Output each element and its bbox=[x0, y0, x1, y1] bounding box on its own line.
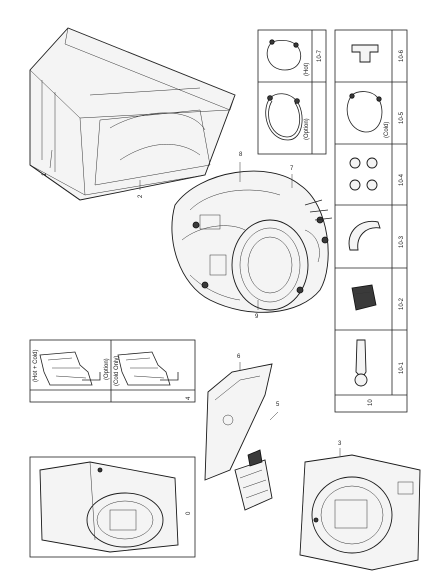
option-hose-note: (Option) bbox=[304, 118, 310, 140]
callout-0: 0 bbox=[186, 511, 192, 515]
cold-hose-icon bbox=[346, 91, 383, 133]
valve-hot-cold-icon bbox=[39, 351, 101, 386]
detergent-drawer-assembly bbox=[204, 363, 273, 511]
valve-panel bbox=[29, 339, 196, 403]
callout-2: 2 bbox=[138, 194, 144, 198]
tub-assembly bbox=[171, 170, 333, 313]
acc-note-10-5: (Cold) bbox=[384, 122, 390, 138]
callout-1: 1 bbox=[42, 172, 48, 176]
callout-5: 5 bbox=[276, 402, 280, 408]
washer-overview bbox=[29, 456, 196, 558]
callout-9: 9 bbox=[255, 314, 259, 320]
hot-hose-icon bbox=[266, 39, 302, 71]
callout-3: 3 bbox=[338, 441, 342, 447]
acc-code-10-3: 10-3 bbox=[399, 235, 405, 248]
spanner-icon bbox=[354, 339, 368, 387]
clip-icon bbox=[351, 284, 377, 311]
cap-icon bbox=[351, 44, 379, 63]
acc-code-10-5: 10-5 bbox=[399, 111, 405, 124]
valve-option-label: (Option) bbox=[104, 358, 110, 380]
valve-cold-only-icon bbox=[117, 351, 179, 386]
callout-8: 8 bbox=[239, 152, 243, 158]
option-hose-icon bbox=[265, 93, 303, 141]
hose-panel bbox=[257, 29, 327, 155]
acc-code-10-2: 10-2 bbox=[399, 297, 405, 310]
valve-hot-cold-label: (Hot + Cold) bbox=[33, 349, 39, 382]
cabinet-assembly bbox=[29, 27, 236, 201]
front-panel-assembly bbox=[299, 454, 421, 571]
acc-code-10-6: 10-6 bbox=[399, 49, 405, 62]
rings-icon bbox=[349, 157, 378, 191]
acc-code-10-1: 10-1 bbox=[399, 361, 405, 374]
callout-4: 4 bbox=[186, 396, 192, 400]
acc-code-10-4: 10-4 bbox=[399, 173, 405, 186]
accessories-panel bbox=[334, 29, 408, 413]
callout-6: 6 bbox=[237, 354, 241, 360]
callout-7: 7 bbox=[290, 166, 294, 172]
hot-hose-note: (Hot) bbox=[304, 63, 310, 76]
hose-guide-icon bbox=[348, 220, 381, 251]
accessories-group-number: 10 bbox=[368, 399, 374, 406]
hot-hose-code: 10-7 bbox=[317, 49, 323, 62]
valve-cold-only-label: (Cold Only) bbox=[114, 356, 120, 386]
